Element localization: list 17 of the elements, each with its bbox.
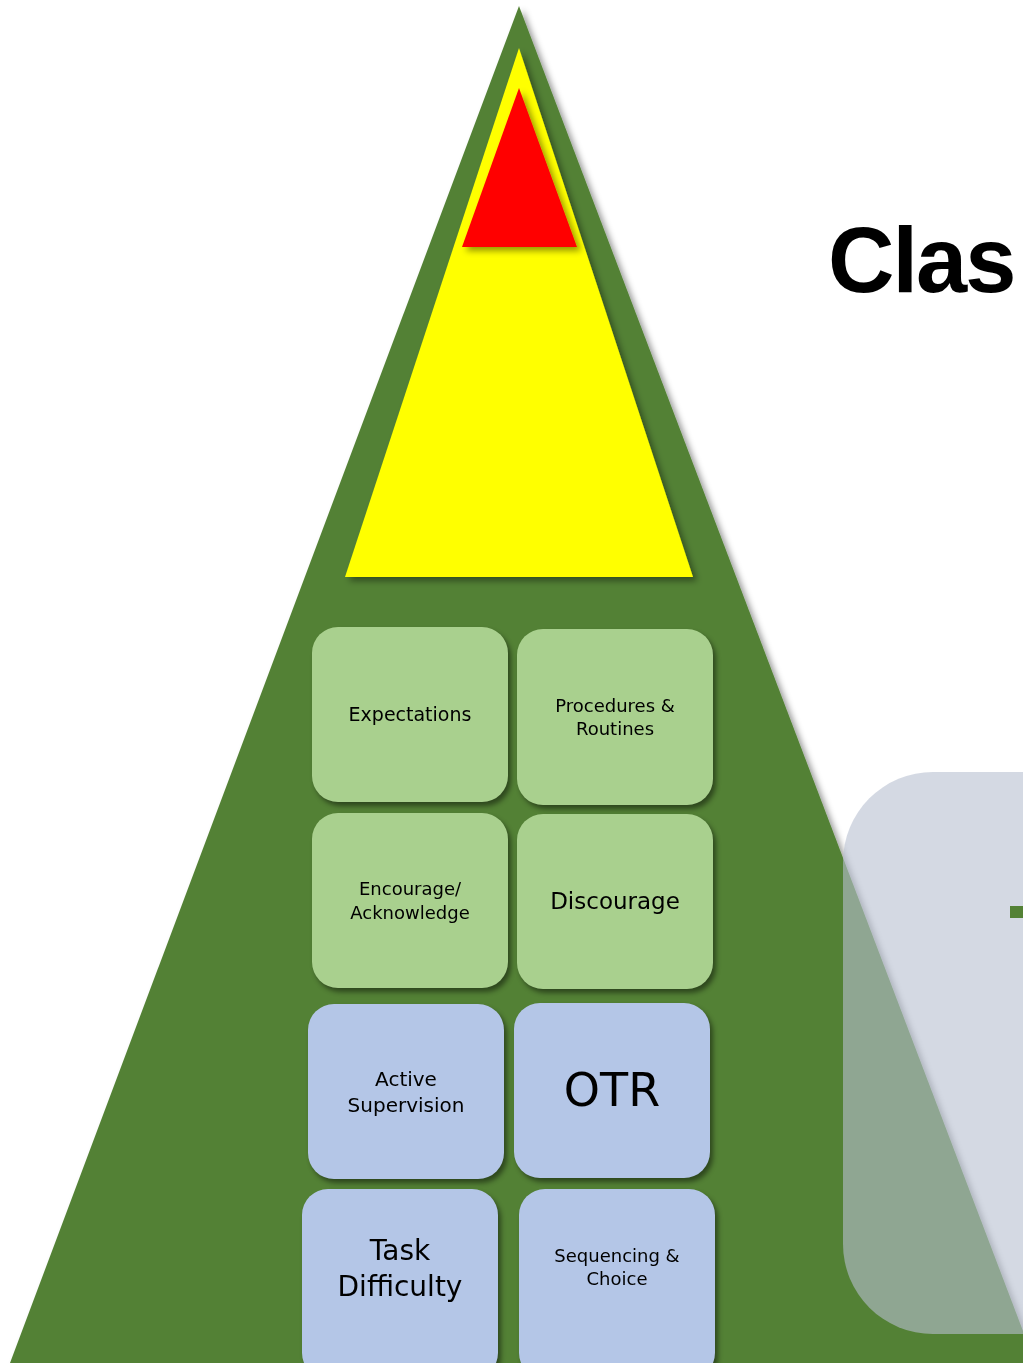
- box-label: Encourage/ Acknowledge: [349, 877, 471, 924]
- box-label: Procedures & Routines: [554, 693, 676, 741]
- category-box: [308, 1004, 504, 1179]
- box-label: Task Difficulty: [336, 1233, 464, 1306]
- box-label: Active Supervision: [346, 1065, 466, 1118]
- category-box: [514, 1003, 710, 1178]
- box-label: Sequencing & Choice: [553, 1244, 681, 1291]
- category-box: [302, 1189, 498, 1363]
- box-label: OTR: [563, 1061, 661, 1119]
- category-box: [517, 629, 713, 805]
- category-box: [519, 1189, 715, 1363]
- category-box: [312, 627, 508, 802]
- category-box: [517, 814, 713, 989]
- box-label: Expectations: [348, 702, 472, 727]
- title: Clas: [828, 208, 1015, 313]
- category-box: [312, 813, 508, 988]
- box-label: Discourage: [550, 886, 680, 916]
